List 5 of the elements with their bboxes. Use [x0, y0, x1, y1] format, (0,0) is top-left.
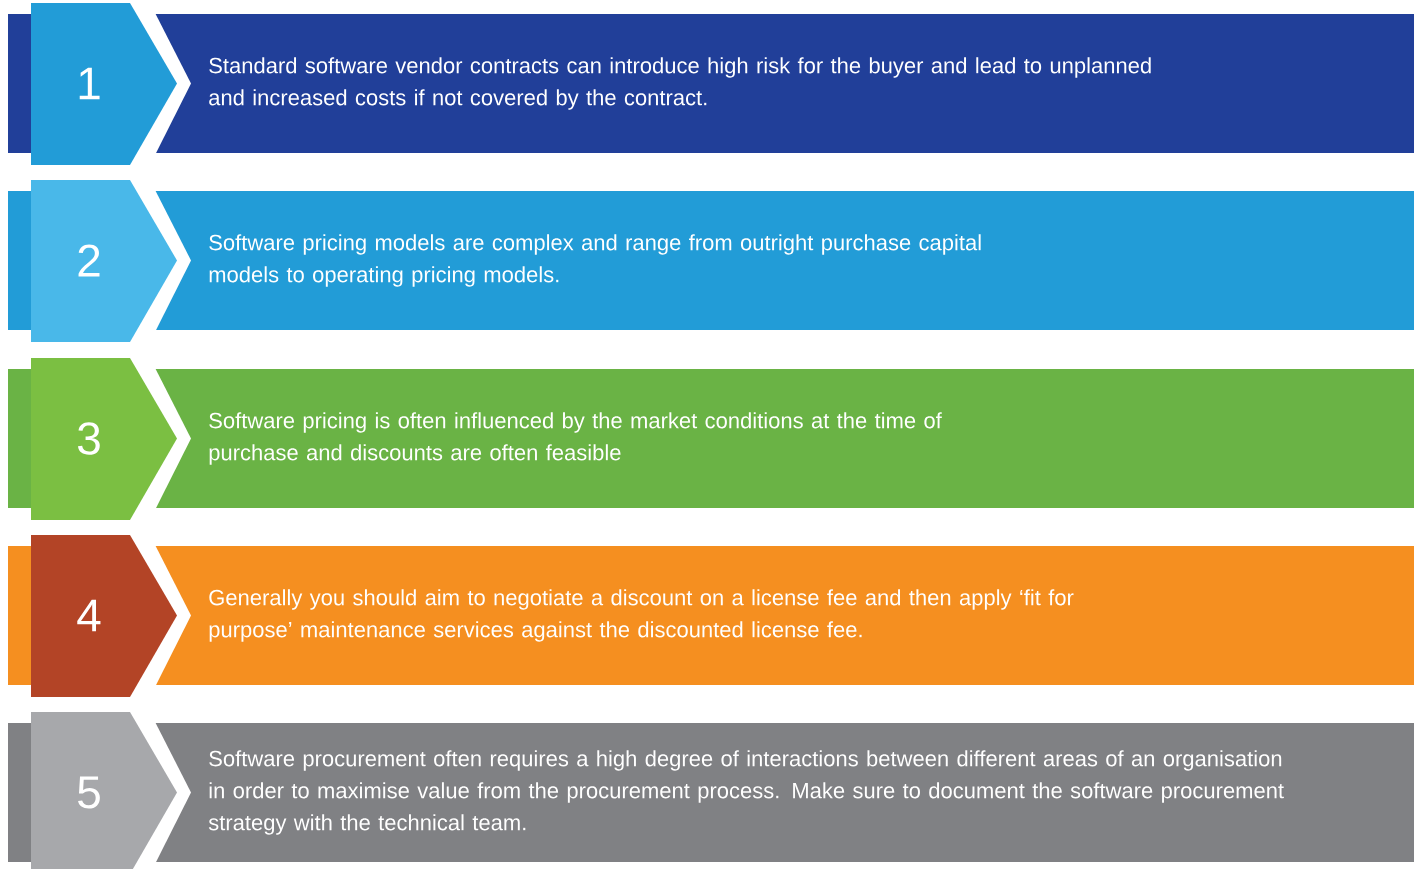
number-tab: 3 — [31, 358, 177, 520]
number-tab: 4 — [31, 535, 177, 697]
number-tab: 5 — [31, 712, 177, 869]
number-tab: 1 — [31, 3, 177, 165]
number-tab: 2 — [31, 180, 177, 342]
